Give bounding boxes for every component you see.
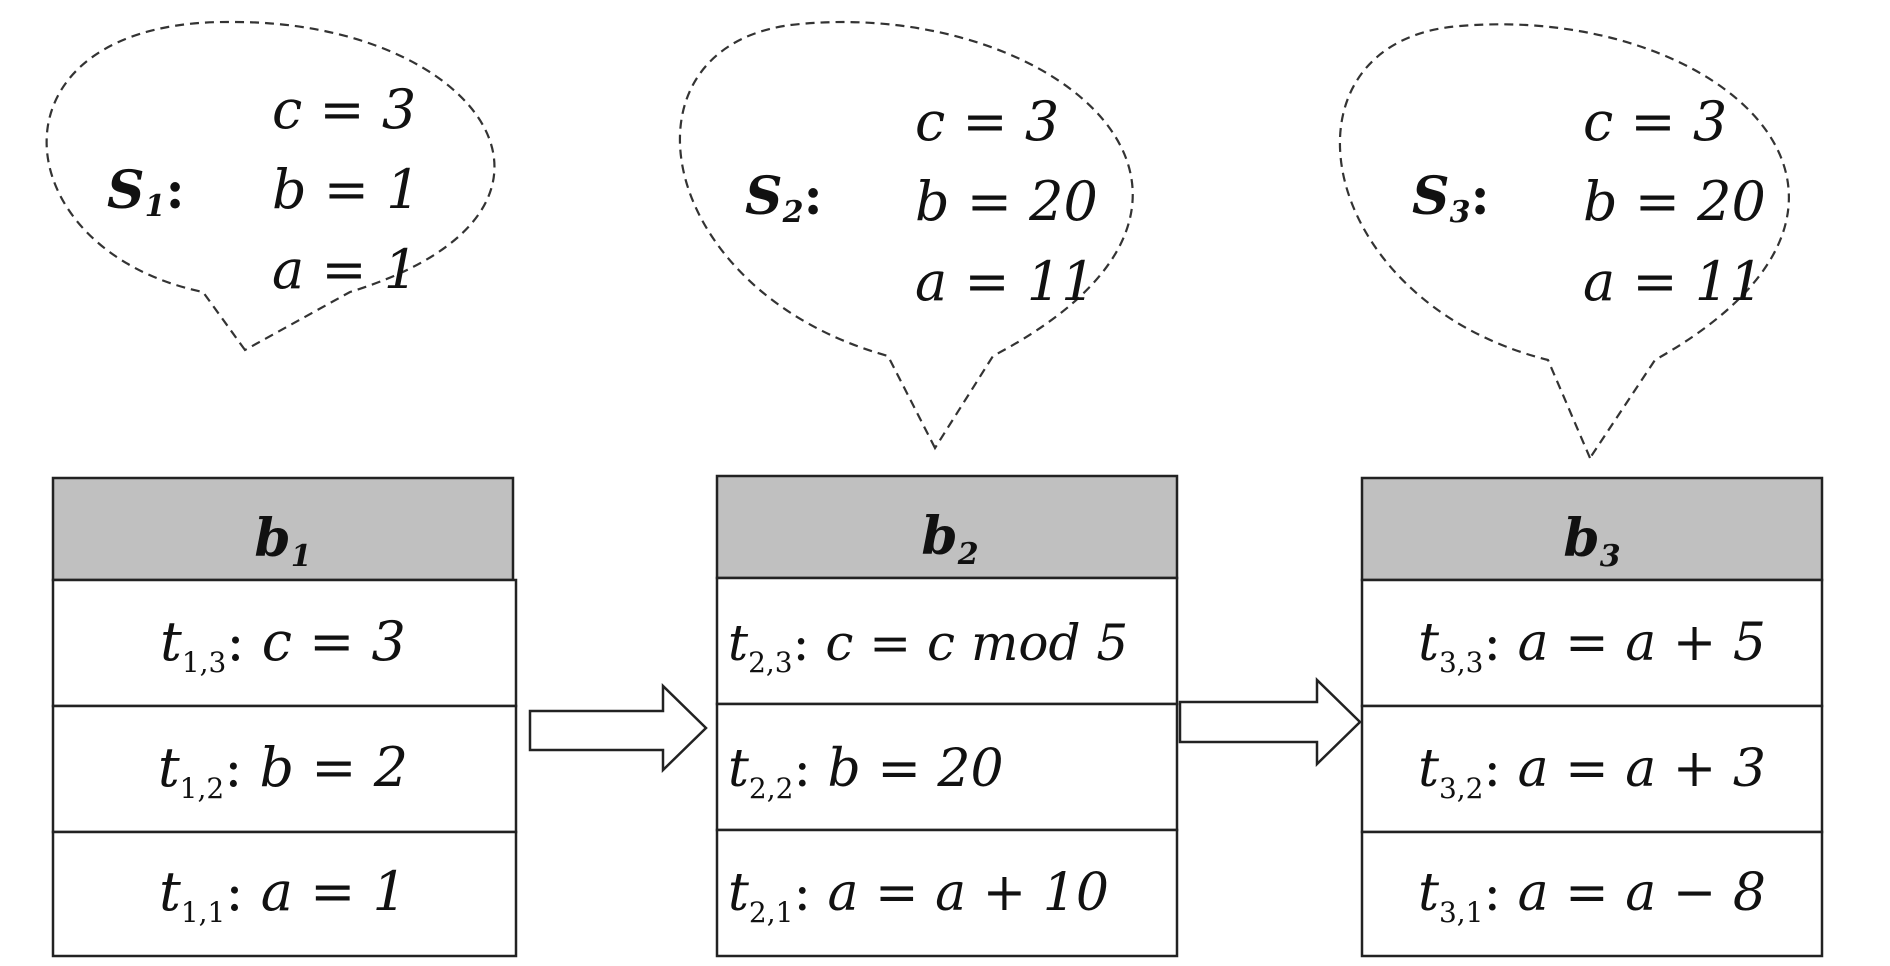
- block-header: [1360, 476, 1824, 582]
- block-header: [51, 476, 515, 582]
- tx-row: [715, 576, 1179, 706]
- block-title: b1: [254, 508, 311, 574]
- block-header: [715, 474, 1179, 580]
- tx-row: [1360, 578, 1824, 708]
- state-bubble-2: S2: c = 3 b = 20 a = 11: [679, 20, 1134, 451]
- block-2: b2 t2,3: c = c mod 5 t2,2: b = 20 t2,1: …: [715, 474, 1179, 958]
- tx-label: t1,1: a = 1: [159, 860, 407, 929]
- tx-label: t1,3: c = 3: [160, 610, 406, 679]
- state-line-c: c = 3: [1583, 90, 1727, 153]
- state-line-a: a = 11: [915, 250, 1095, 313]
- tx-row: [715, 702, 1179, 832]
- tx-label: t2,1: a = a + 10: [728, 863, 1109, 929]
- tx-row: [51, 578, 518, 708]
- tx-label: t1,2: b = 2: [158, 736, 408, 805]
- state-line-b: b = 1: [272, 158, 421, 221]
- tx-row: [1360, 704, 1824, 834]
- state-label: S2:: [745, 166, 823, 230]
- tx-label: t3,3: a = a + 5: [1418, 613, 1766, 679]
- tx-row: [51, 830, 518, 958]
- state-label: S3:: [1412, 166, 1490, 230]
- state-line-b: b = 20: [915, 170, 1098, 233]
- state-line-c: c = 3: [272, 78, 416, 141]
- tx-row: [1360, 830, 1824, 958]
- tx-label: t3,2: a = a + 3: [1418, 739, 1766, 805]
- block-title: b3: [1563, 508, 1620, 574]
- tx-label: t3,1: a = a − 8: [1418, 863, 1766, 929]
- tx-row: [715, 828, 1179, 958]
- state-line-a: a = 11: [1583, 250, 1763, 313]
- state-label: S1:: [107, 160, 185, 224]
- state-line-a: a = 1: [272, 238, 418, 301]
- block-title: b2: [921, 506, 978, 572]
- tx-label: t2,2: b = 20: [728, 739, 1004, 805]
- state-bubble-3: S3: c = 3 b = 20 a = 11: [1339, 23, 1790, 461]
- block-3: b3 t3,3: a = a + 5 t3,2: a = a + 3 t3,1:…: [1360, 476, 1824, 958]
- tx-label: t2,3: c = c mod 5: [728, 614, 1128, 679]
- arrow-right-icon: [1178, 677, 1362, 767]
- arrow-right-icon: [528, 683, 708, 773]
- state-bubble-1: S1: c = 3 b = 1 a = 1: [45, 20, 496, 352]
- tx-row: [51, 704, 518, 834]
- state-line-b: b = 20: [1583, 170, 1766, 233]
- state-line-c: c = 3: [915, 90, 1059, 153]
- block-1: b1 t1,3: c = 3 t1,2: b = 2 t1,1: a = 1: [51, 476, 518, 958]
